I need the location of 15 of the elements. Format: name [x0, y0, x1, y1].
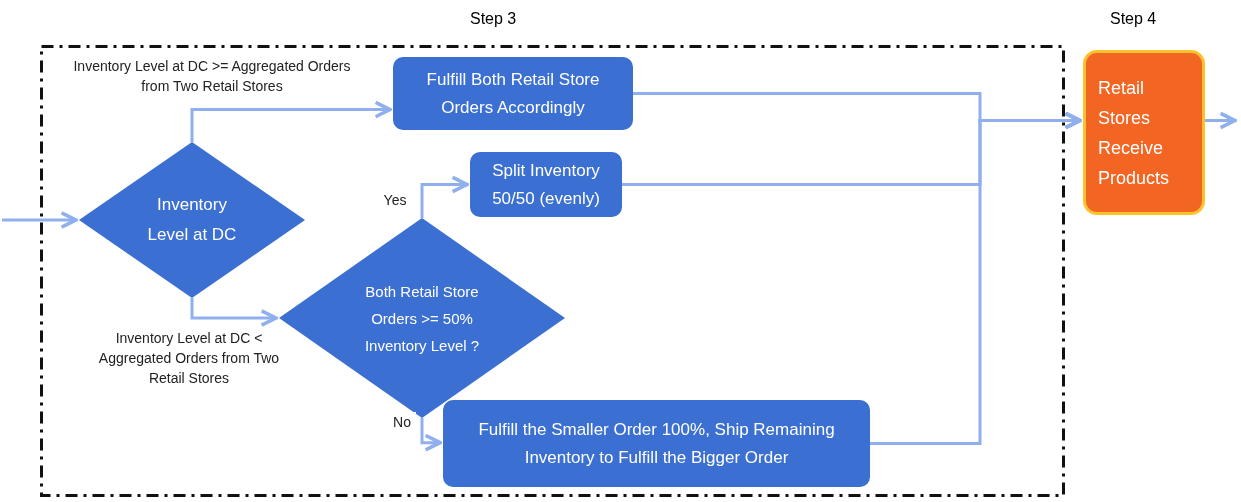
step-heading: Step 3	[470, 9, 517, 29]
arrow	[420, 175, 469, 218]
process-box: Fulfill the Smaller Order 100%, Ship Remaining Inventory to Fulfill the Bigger Order	[443, 400, 870, 487]
process-box: Fulfill Both Retail Store Orders Accordingly	[393, 57, 633, 130]
process-box: Retail Stores Receive Products	[1083, 50, 1205, 215]
decision-diamond: Both Retail Store Orders >= 50% Inventory Level ?	[279, 218, 565, 418]
arrow	[420, 418, 442, 452]
process-box: Split Inventory 50/50 (evenly)	[470, 152, 622, 217]
arrow	[190, 100, 392, 142]
arrow	[1205, 111, 1237, 130]
arrow	[870, 111, 1082, 445]
decision-diamond: Inventory Level at DC	[79, 142, 305, 298]
arrow	[190, 298, 278, 327]
arrow	[2, 211, 78, 229]
step-heading: Step 4	[1110, 9, 1157, 29]
